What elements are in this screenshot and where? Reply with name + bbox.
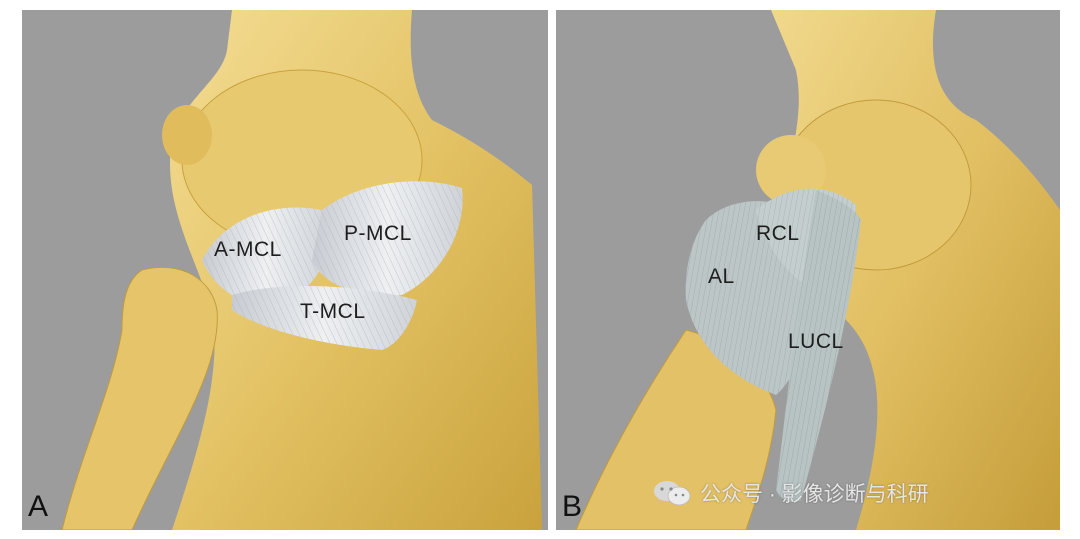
medial-epicondyle bbox=[162, 105, 212, 165]
panel-letter-a: A bbox=[28, 490, 49, 523]
watermark: 公众号 · 影像诊断与科研 bbox=[652, 478, 929, 508]
ulna-bone bbox=[61, 266, 218, 530]
panel-b-lateral-elbow: RCL AL LUCL B bbox=[556, 10, 1060, 530]
label-a-mcl: A-MCL bbox=[214, 238, 282, 261]
panel-a-medial-elbow: A-MCL P-MCL T-MCL A bbox=[22, 10, 548, 530]
label-lucl: LUCL bbox=[788, 330, 844, 353]
watermark-text: 公众号 · 影像诊断与科研 bbox=[700, 483, 929, 506]
label-p-mcl: P-MCL bbox=[344, 222, 412, 245]
label-al: AL bbox=[708, 265, 735, 288]
label-t-mcl: T-MCL bbox=[300, 300, 366, 323]
panel-letter-b: B bbox=[562, 490, 583, 523]
wechat-icon bbox=[654, 481, 691, 506]
label-rcl: RCL bbox=[756, 222, 800, 245]
medial-elbow-illustration bbox=[61, 10, 542, 530]
lateral-elbow-illustration bbox=[575, 10, 1060, 530]
